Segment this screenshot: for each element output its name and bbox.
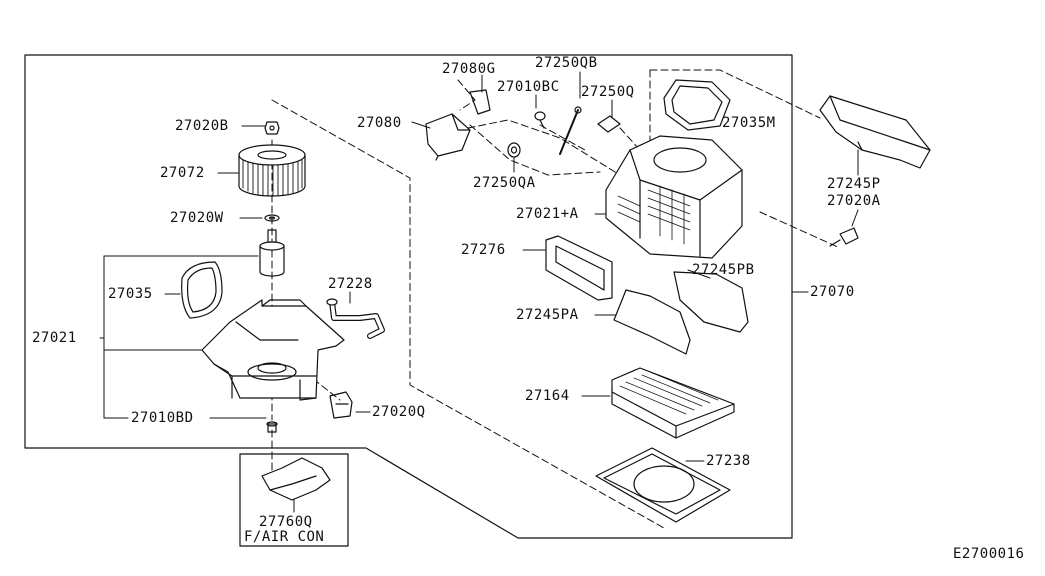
label-27035-left: 27035 — [108, 286, 153, 302]
option-note: F/AIR CON — [244, 529, 325, 545]
gasket-left-part — [181, 261, 223, 319]
label-27250Q: 27250Q — [581, 84, 635, 100]
main-frame — [24, 54, 793, 539]
label-27164: 27164 — [525, 388, 570, 404]
clip-part — [597, 115, 621, 133]
clip-lower-part — [507, 142, 521, 158]
reference-lines — [269, 69, 841, 529]
air-filter-part — [611, 367, 735, 439]
screw-upper-part — [534, 111, 546, 129]
nut-part — [264, 121, 280, 135]
label-27020Q: 27020Q — [372, 404, 426, 420]
label-27070: 27070 — [810, 284, 855, 300]
label-27245P: 27245P — [827, 176, 881, 192]
blower-housing-part — [201, 299, 345, 401]
label-27080G: 27080G — [442, 61, 496, 77]
label-27010BD: 27010BD — [131, 410, 194, 426]
blower-fan-part — [238, 144, 306, 197]
actuator-part — [425, 113, 471, 161]
bolt-part — [829, 227, 859, 247]
link-part — [469, 89, 491, 115]
label-27080: 27080 — [357, 115, 402, 131]
screw-bottom-part — [266, 421, 278, 433]
option-box — [239, 453, 349, 547]
leader-lines — [99, 71, 859, 513]
label-27760Q: 27760Q — [259, 514, 313, 530]
hose-part — [326, 298, 385, 339]
label-27021: 27021 — [32, 330, 77, 346]
label-27228: 27228 — [328, 276, 373, 292]
gasket-top-part — [663, 79, 731, 131]
duct-part — [819, 95, 931, 169]
cover-left-part — [613, 289, 691, 355]
label-27245PA: 27245PA — [516, 307, 579, 323]
label-27020B: 27020B — [175, 118, 229, 134]
intake-unit-part — [605, 135, 743, 259]
cover-right-part — [673, 271, 749, 333]
diagram-code: E2700016 — [953, 546, 1025, 562]
label-27010BC: 27010BC — [497, 79, 560, 95]
label-27276: 27276 — [461, 242, 506, 258]
label-27072: 27072 — [160, 165, 205, 181]
label-27238: 27238 — [706, 453, 751, 469]
label-27035M: 27035M — [722, 115, 776, 131]
label-27021A: 27021+A — [516, 206, 579, 222]
label-27250QA: 27250QA — [473, 175, 536, 191]
filter-frame-part — [545, 235, 613, 301]
washer-part — [264, 214, 280, 222]
rod-part — [559, 106, 582, 155]
label-27020W: 27020W — [170, 210, 224, 226]
plate-part — [595, 447, 731, 523]
label-27020A: 27020A — [827, 193, 881, 209]
label-27250QB: 27250QB — [535, 55, 598, 71]
bracket-part — [329, 391, 353, 419]
blower-motor-part — [259, 229, 285, 277]
amplifier-part — [261, 457, 331, 501]
label-27245PB: 27245PB — [692, 262, 755, 278]
